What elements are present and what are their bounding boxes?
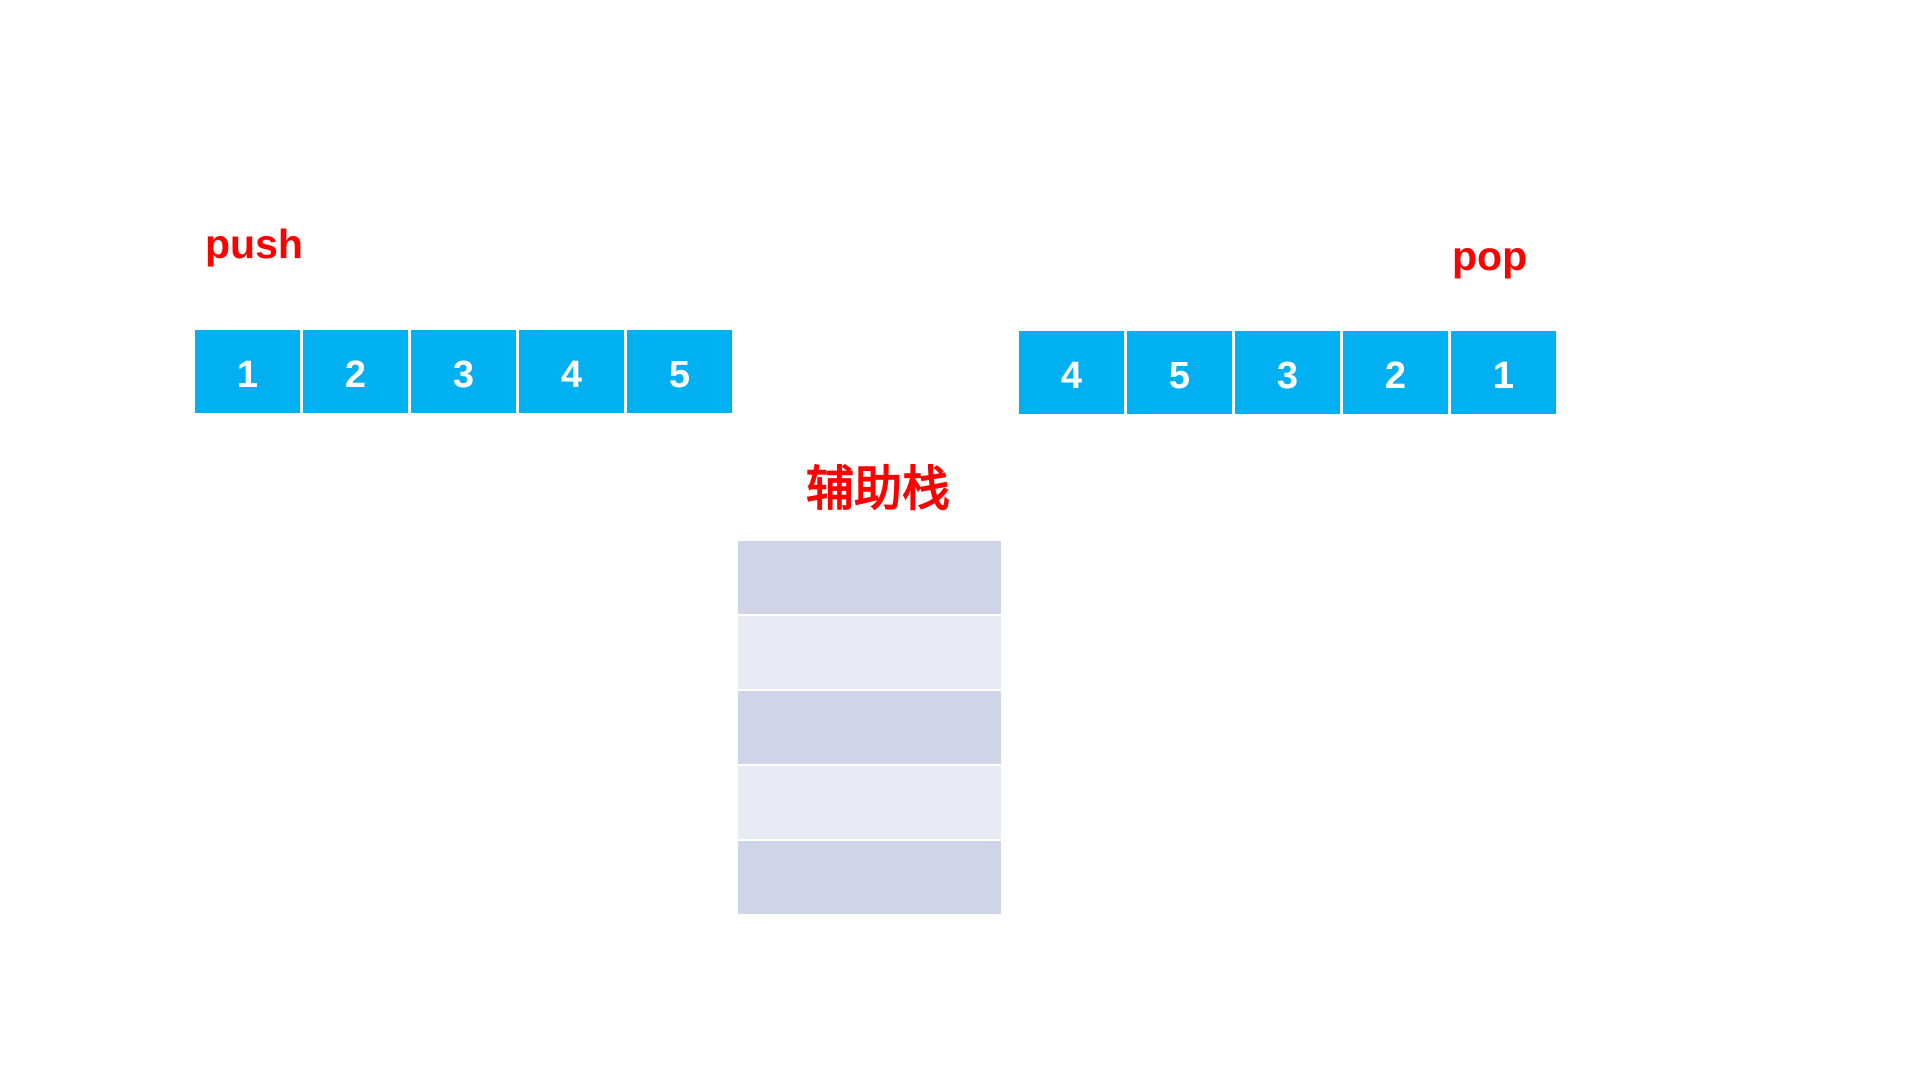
pop-array-cell: 1 bbox=[1451, 331, 1556, 414]
stack-slot bbox=[738, 541, 1001, 614]
stack-slot bbox=[738, 841, 1001, 914]
push-array-cell: 5 bbox=[627, 330, 732, 413]
pop-label: pop bbox=[1452, 233, 1528, 279]
pop-array-cell: 2 bbox=[1343, 331, 1448, 414]
aux-stack-label: 辅助栈 bbox=[806, 463, 951, 516]
stack-slot bbox=[738, 766, 1001, 839]
pop-array-cell: 4 bbox=[1019, 331, 1124, 414]
pop-array-row: 4 5 3 2 1 bbox=[1019, 331, 1556, 414]
stack-slot bbox=[738, 691, 1001, 764]
push-array-cell: 2 bbox=[303, 330, 408, 413]
push-array-cell: 4 bbox=[519, 330, 624, 413]
push-array-cell: 1 bbox=[195, 330, 300, 413]
push-label: push bbox=[205, 221, 303, 267]
stack-slot bbox=[738, 616, 1001, 689]
push-array-cell: 3 bbox=[411, 330, 516, 413]
pop-array-cell: 5 bbox=[1127, 331, 1232, 414]
push-array-row: 1 2 3 4 5 bbox=[195, 330, 732, 413]
aux-stack-table bbox=[738, 541, 1001, 914]
pop-array-cell: 3 bbox=[1235, 331, 1340, 414]
